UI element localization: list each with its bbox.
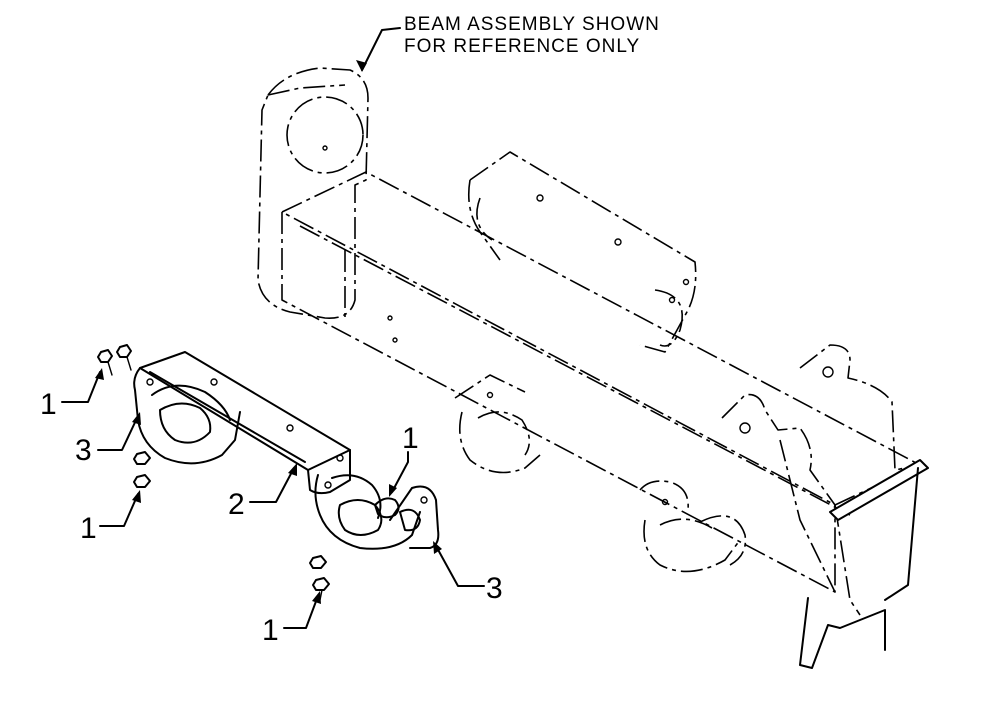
- callout-1-bottom: 1: [262, 614, 279, 647]
- callout-1-top: 1: [40, 388, 57, 421]
- callout-3-left: 3: [75, 434, 92, 467]
- reference-note: BEAM ASSEMBLY SHOWN FOR REFERENCE ONLY: [356, 14, 660, 72]
- callout-3-right: 3: [486, 572, 503, 605]
- callout-2: 2: [228, 488, 245, 521]
- bolts-part-1: [97, 344, 330, 601]
- saddle-bracket-part-2: [133, 351, 421, 550]
- note-line-2: FOR REFERENCE ONLY: [404, 36, 640, 57]
- callouts: 1 3 1 2 1 3 1: [40, 368, 503, 647]
- beam-assembly-reference: [257, 67, 929, 669]
- callout-1-center: 1: [402, 422, 419, 455]
- beam-mounted-saddle-clamps: [459, 411, 747, 573]
- callout-1-mid: 1: [80, 512, 97, 545]
- note-line-1: BEAM ASSEMBLY SHOWN: [404, 14, 660, 35]
